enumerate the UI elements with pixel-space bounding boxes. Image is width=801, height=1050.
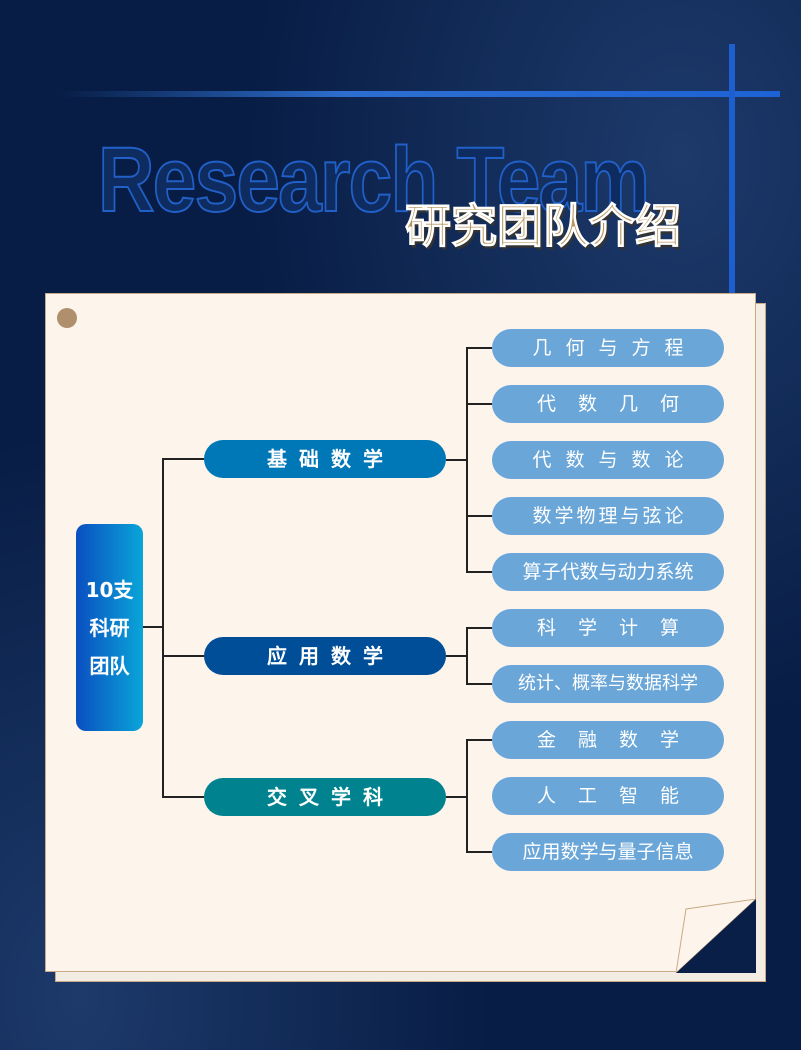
connector xyxy=(162,796,204,798)
connector xyxy=(466,347,492,349)
team-item: 几何与方程 xyxy=(492,329,724,367)
title-en: Research Team xyxy=(97,128,651,232)
team-item: 金融数学 xyxy=(492,721,724,759)
connector xyxy=(466,739,468,853)
team-item: 人工智能 xyxy=(492,777,724,815)
connector xyxy=(466,571,492,573)
connector xyxy=(162,458,164,798)
connector xyxy=(466,683,492,685)
root-line: 团队 xyxy=(89,653,130,678)
team-item: 算子代数与动力系统 xyxy=(492,553,724,591)
team-item: 应用数学与量子信息 xyxy=(492,833,724,871)
team-item: 代数几何 xyxy=(492,385,724,423)
connector xyxy=(446,459,468,461)
connector xyxy=(162,655,204,657)
team-item: 数学物理与弦论 xyxy=(492,497,724,535)
connector xyxy=(466,627,492,629)
connector xyxy=(162,458,204,460)
root-line: 10支 xyxy=(85,577,134,602)
category-basic-math: 基础数学 xyxy=(204,440,446,478)
decor-line-horizontal xyxy=(60,91,780,97)
connector xyxy=(466,739,492,741)
root-line: 科研 xyxy=(89,615,130,640)
root-node: 10支 科研 团队 xyxy=(76,524,143,731)
connector xyxy=(446,796,468,798)
team-item: 统计、概率与数据科学 xyxy=(492,665,724,703)
connector xyxy=(143,626,164,628)
connector xyxy=(466,515,492,517)
category-applied-math: 应用数学 xyxy=(204,637,446,675)
connector xyxy=(466,403,492,405)
page-title: 研究团队介绍 xyxy=(405,199,682,254)
connector xyxy=(466,347,468,573)
connector xyxy=(466,627,468,685)
pin-icon xyxy=(57,308,77,328)
folded-corner-icon xyxy=(676,899,756,973)
team-item: 代数与数论 xyxy=(492,441,724,479)
decor-line-vertical xyxy=(729,44,735,304)
category-interdisciplinary: 交叉学科 xyxy=(204,778,446,816)
connector xyxy=(466,851,492,853)
team-item: 科学计算 xyxy=(492,609,724,647)
connector xyxy=(446,655,468,657)
